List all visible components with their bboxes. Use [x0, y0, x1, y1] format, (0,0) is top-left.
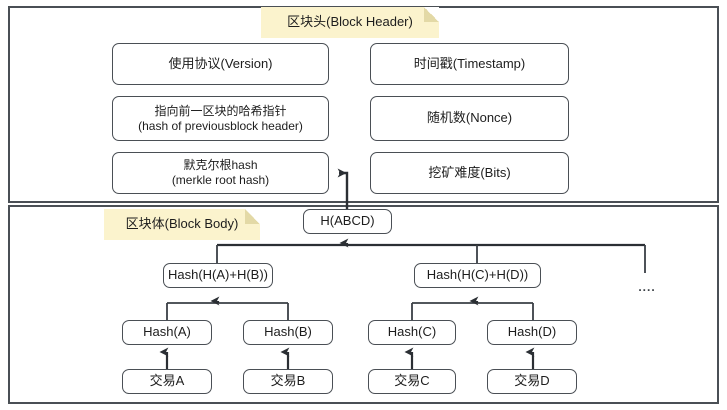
block-body-note-label: 区块体(Block Body) — [104, 209, 260, 240]
block-body-note-text: 区块体(Block Body) — [125, 216, 239, 232]
transaction-box-c: 交易C — [368, 369, 456, 394]
transaction-box-a: 交易A — [122, 369, 212, 394]
merkle-leaf-hash-b: Hash(B) — [243, 320, 333, 345]
block-header-note-text: 区块头(Block Header) — [287, 14, 413, 30]
merkle-leaf-hash-c: Hash(C) — [368, 320, 456, 345]
field-box-previous-block-hash: 指向前一区块的哈希指针 (hash of previousblock heade… — [112, 96, 329, 141]
transaction-box-b: 交易B — [243, 369, 333, 394]
field-box-nonce: 随机数(Nonce) — [370, 96, 569, 141]
merkle-node-hash-ab: Hash(H(A)+H(B)) — [163, 263, 273, 288]
merkle-node-root-habcd: H(ABCD) — [303, 209, 392, 234]
merkle-leaf-hash-a: Hash(A) — [122, 320, 212, 345]
block-header-note-label: 区块头(Block Header) — [261, 7, 439, 38]
field-box-timestamp: 时间戳(Timestamp) — [370, 43, 569, 85]
note-fold-corner-icon — [245, 209, 260, 224]
transaction-box-d: 交易D — [487, 369, 577, 394]
merkle-leaf-hash-d: Hash(D) — [487, 320, 577, 345]
field-box-version: 使用协议(Version) — [112, 43, 329, 85]
merkle-node-hash-cd: Hash(H(C)+H(D)) — [414, 263, 541, 288]
note-fold-corner-icon — [424, 7, 439, 22]
block-body-section-frame — [8, 205, 719, 404]
field-box-bits: 挖矿难度(Bits) — [370, 152, 569, 194]
field-box-merkle-root-hash: 默克尔根hash (merkle root hash) — [112, 152, 329, 194]
more-branches-ellipsis: .... — [638, 280, 656, 294]
